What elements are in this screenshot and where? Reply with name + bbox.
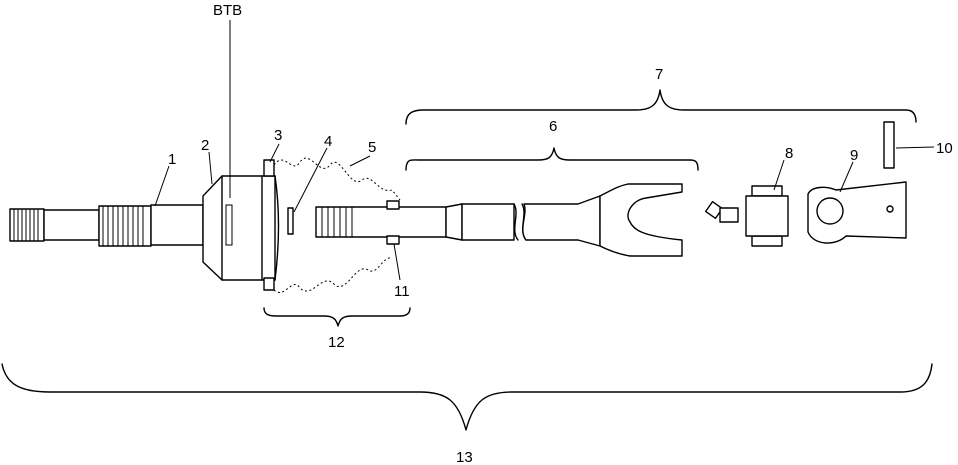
label-part-13: 13 bbox=[456, 449, 473, 465]
cv-joint-housing bbox=[202, 175, 280, 281]
label-part-1: 1 bbox=[168, 151, 176, 168]
label-part-2: 2 bbox=[201, 137, 209, 154]
inner-shaft bbox=[315, 200, 519, 245]
label-part-12: 12 bbox=[328, 334, 345, 351]
bracket-13 bbox=[1, 363, 933, 431]
yoke-shaft bbox=[521, 183, 683, 257]
cv-boot bbox=[273, 157, 401, 293]
u-joint-cross bbox=[745, 185, 789, 247]
grease-fitting bbox=[704, 200, 739, 223]
label-part-11: 11 bbox=[394, 283, 410, 300]
small-clamp-bottom bbox=[386, 235, 400, 245]
label-part-8: 8 bbox=[785, 145, 793, 162]
bracket-6 bbox=[405, 147, 699, 171]
label-part-4: 4 bbox=[324, 133, 332, 150]
bracket-7 bbox=[405, 89, 917, 125]
label-part-9: 9 bbox=[850, 147, 858, 164]
snap-ring bbox=[287, 207, 294, 235]
outer-stub-shaft bbox=[9, 204, 204, 247]
roll-pin bbox=[883, 121, 895, 169]
boot-clamp bbox=[263, 159, 275, 291]
label-part-10: 10 bbox=[936, 140, 953, 157]
small-clamp-top bbox=[386, 200, 400, 210]
label-btb: BTB bbox=[213, 2, 242, 19]
leader-lines bbox=[154, 20, 935, 281]
label-part-3: 3 bbox=[274, 127, 282, 144]
label-part-6: 6 bbox=[549, 118, 557, 135]
bracket-12 bbox=[263, 307, 411, 327]
flange-yoke bbox=[807, 181, 907, 244]
label-part-7: 7 bbox=[655, 66, 663, 83]
label-part-5: 5 bbox=[368, 139, 376, 156]
